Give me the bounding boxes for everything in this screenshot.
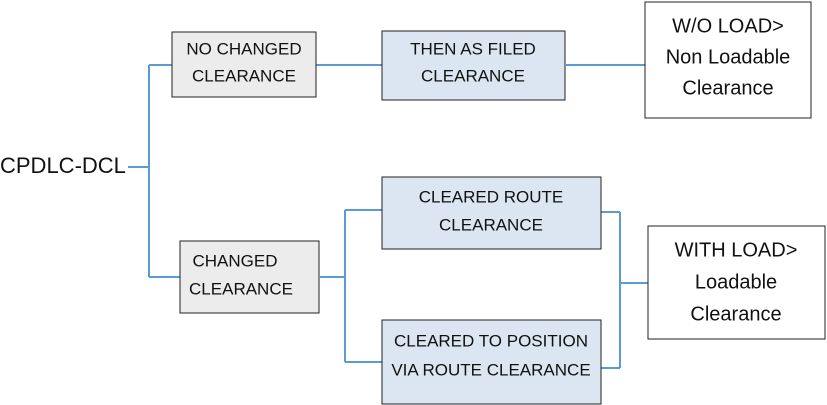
node-changed-clearance: CHANGED CLEARANCE <box>179 240 320 314</box>
node-label-line: VIA ROUTE CLEARANCE <box>391 360 590 379</box>
node-label-line: CLEARED TO POSITION <box>394 331 588 350</box>
node-then-as-filed-clearance: THEN AS FILED CLEARANCE <box>381 30 566 101</box>
connector-root-to-branches <box>128 64 180 278</box>
node-label-line: THEN AS FILED <box>410 39 536 58</box>
node-label-line: CHANGED <box>192 251 277 270</box>
node-label-line: CLEARANCE <box>192 66 296 85</box>
node-label-line: Clearance <box>682 77 773 99</box>
node-label-line: Loadable <box>695 271 777 293</box>
node-label-line: CLEARED ROUTE <box>419 187 564 206</box>
root-label: CPDLC-DCL <box>0 153 126 178</box>
node-no-changed-clearance: NO CHANGED CLEARANCE <box>171 31 317 98</box>
connector-changed-to-routes <box>320 209 382 363</box>
connector-routes-to-with-load <box>601 211 648 369</box>
node-cleared-to-position: CLEARED TO POSITION VIA ROUTE CLEARANCE <box>381 319 602 405</box>
node-label-line: CLEARANCE <box>189 279 293 298</box>
node-label-line: CLEARANCE <box>421 66 525 85</box>
connectors <box>128 64 648 369</box>
node-label-line: Clearance <box>690 303 781 325</box>
node-cleared-route-clearance: CLEARED ROUTE CLEARANCE <box>381 176 602 250</box>
node-label-line: Non Loadable <box>666 46 791 68</box>
node-label-line: W/O LOAD> <box>672 15 784 37</box>
node-label-line: CLEARANCE <box>439 215 543 234</box>
node-label-line: WITH LOAD> <box>675 239 798 261</box>
node-label-line: NO CHANGED <box>186 39 301 58</box>
node-wo-load: W/O LOAD> Non Loadable Clearance <box>644 1 812 119</box>
node-with-load: WITH LOAD> Loadable Clearance <box>647 225 826 340</box>
